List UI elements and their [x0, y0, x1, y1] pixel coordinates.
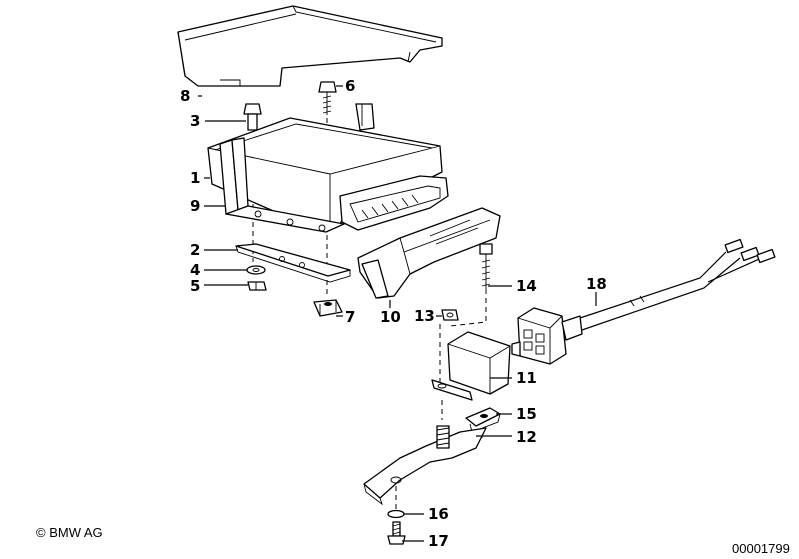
part-10-connector — [357, 207, 501, 299]
callout-12[interactable]: 12 — [516, 428, 537, 446]
part-16-washer — [387, 509, 405, 519]
callout-2[interactable]: 2 — [190, 241, 200, 259]
part-5-nut — [247, 281, 267, 291]
part-1-control-unit — [207, 103, 449, 231]
part-11-relay — [431, 331, 511, 401]
callout-16[interactable]: 16 — [428, 505, 449, 523]
callout-15[interactable]: 15 — [516, 405, 537, 423]
callout-17[interactable]: 17 — [428, 532, 449, 550]
callout-3[interactable]: 3 — [190, 112, 200, 130]
copyright-text: © BMW AG — [36, 525, 103, 540]
callout-5[interactable]: 5 — [190, 277, 200, 295]
callout-18[interactable]: 18 — [586, 275, 607, 293]
callout-8[interactable]: 8 — [180, 87, 190, 105]
part-9-bracket — [219, 137, 345, 233]
part-4-washer — [246, 265, 266, 275]
part-2-plate — [235, 243, 351, 283]
callout-labels: 1 2 3 4 5 6 7 8 9 10 11 12 13 14 15 16 1… — [180, 77, 607, 550]
callout-6[interactable]: 6 — [345, 77, 355, 95]
part-6-screw — [318, 81, 337, 115]
part-12-bracket — [363, 425, 487, 506]
part-7-clip-nut — [313, 299, 343, 317]
callout-13[interactable]: 13 — [414, 307, 435, 325]
callout-10[interactable]: 10 — [380, 308, 401, 326]
callout-11[interactable]: 11 — [516, 369, 537, 387]
callout-4[interactable]: 4 — [190, 261, 200, 279]
diagram-number: 00001799 — [732, 541, 790, 556]
callout-1[interactable]: 1 — [190, 169, 200, 187]
part-8-cover — [177, 5, 443, 87]
part-18-harness — [511, 238, 776, 365]
part-3-bolt — [243, 103, 262, 131]
part-13-nut — [441, 309, 459, 321]
callout-14[interactable]: 14 — [516, 277, 537, 295]
part-17-screw — [387, 521, 406, 545]
leader-lines — [198, 85, 597, 542]
part-14-screw — [479, 243, 493, 294]
callout-9[interactable]: 9 — [190, 197, 200, 215]
callout-7[interactable]: 7 — [345, 308, 355, 326]
